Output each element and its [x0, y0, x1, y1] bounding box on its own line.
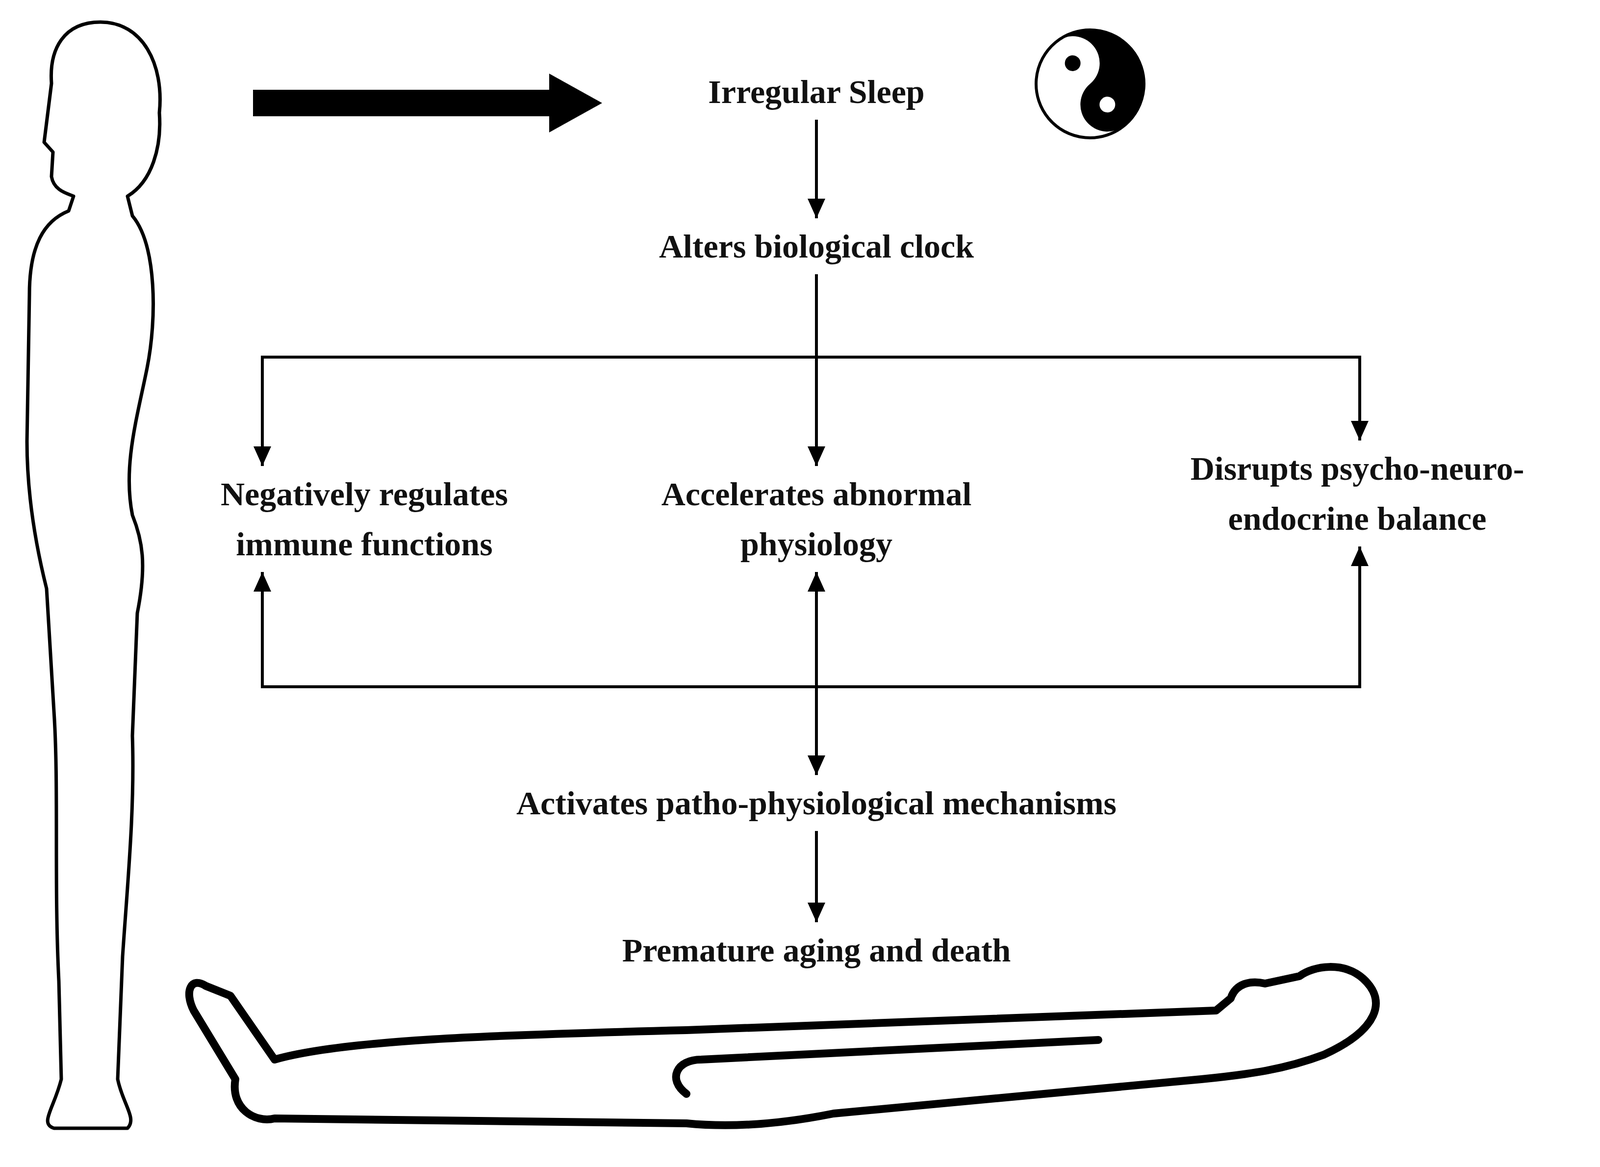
- text-node: Alters biological clock: [651, 218, 982, 275]
- text-node: Accelerates abnormal physiology: [654, 465, 980, 572]
- connector-arrow: [814, 830, 818, 922]
- node-label: Accelerates abnormal physiology: [660, 468, 974, 569]
- text-node: Activates patho-physiological mechanisms: [508, 774, 1124, 831]
- big-arrow: [253, 73, 603, 133]
- connector-arrow: [814, 119, 818, 219]
- connector-arrow: [816, 274, 1360, 441]
- node-label: Activates patho-physiological mechanisms: [514, 777, 1118, 828]
- text-node: Negatively regulates immune functions: [213, 465, 516, 572]
- node-label: Negatively regulates immune functions: [219, 468, 510, 569]
- connector-arrow: [816, 546, 1360, 775]
- text-node: Premature aging and death: [614, 921, 1019, 978]
- lying-figure: [189, 966, 1376, 1125]
- text-node: Irregular Sleep: [700, 63, 933, 120]
- node-label: Alters biological clock: [657, 221, 976, 272]
- lying-figure-arm: [676, 1039, 1099, 1094]
- connector-arrow: [262, 274, 817, 466]
- node-label: Premature aging and death: [620, 924, 1013, 975]
- standing-figure: [26, 22, 160, 1128]
- node-label: Irregular Sleep: [706, 66, 927, 117]
- connector-arrow: [262, 571, 817, 775]
- text-node: Disrupts psycho-neuro-endocrine balance: [1183, 440, 1532, 547]
- yin-yang-symbol: [1014, 7, 1167, 160]
- node-label: Disrupts psycho-neuro-endocrine balance: [1189, 443, 1526, 544]
